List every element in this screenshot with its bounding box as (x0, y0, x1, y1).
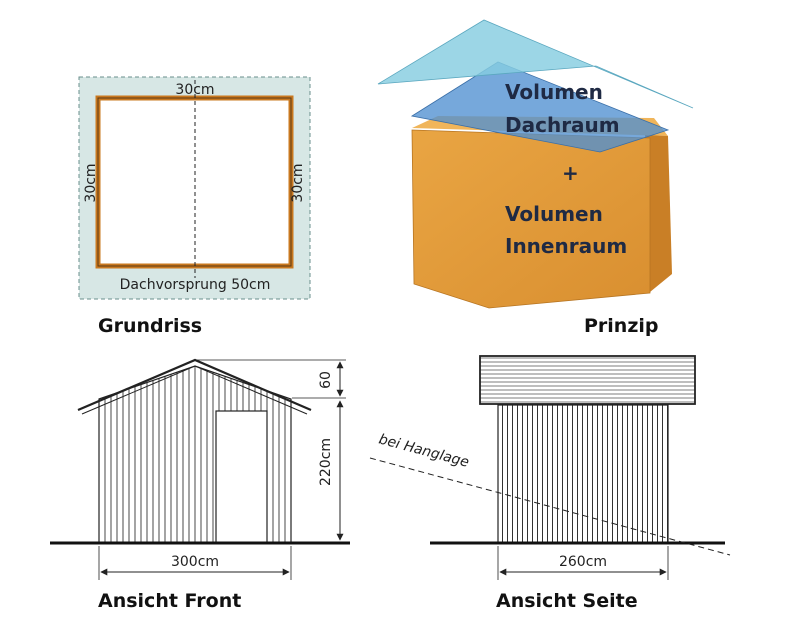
floor-plan: 30cm 30cm 30cm Dachvorsprung 50cm Grundr… (78, 76, 311, 337)
prinzip-caption: Prinzip (584, 315, 659, 337)
side-roof (479, 355, 696, 405)
plan-left-label: 30cm (83, 163, 99, 202)
slope-line (369, 457, 731, 556)
interior-volume-label-2: Innenraum (505, 234, 627, 258)
plus-sign: + (562, 161, 579, 185)
interior-volume-label-1: Volumen (505, 202, 603, 226)
side-caption: Ansicht Seite (496, 590, 638, 612)
front-caption: Ansicht Front (98, 590, 241, 612)
roof-volume-label-1: Volumen (505, 80, 603, 104)
front-elevation: 60 220cm 300cm Ansicht Front (50, 358, 350, 612)
side-elevation: bei Hanglage 260cm Ansicht Seite (369, 355, 731, 612)
side-wall (497, 404, 669, 544)
slope-label: bei Hanglage (377, 431, 471, 470)
grundriss-caption: Grundriss (98, 315, 202, 337)
plan-width-label: 30cm (175, 82, 214, 98)
plan-right-label: 30cm (290, 163, 306, 202)
principle-illustration: Volumen Dachraum + Volumen Innenraum Pri… (377, 19, 694, 337)
roof-height-label: 60 (318, 371, 334, 389)
front-door (215, 410, 268, 544)
roof-volume-label-2: Dachraum (505, 113, 620, 137)
front-width-label: 300cm (171, 554, 219, 570)
roof-volume-upper (377, 19, 694, 109)
side-width-label: 260cm (559, 554, 607, 570)
overhang-label: Dachvorsprung 50cm (120, 277, 271, 293)
roof-volume-lower (410, 61, 670, 153)
interior-volume-side (645, 135, 672, 292)
wall-height-label: 220cm (318, 438, 334, 486)
